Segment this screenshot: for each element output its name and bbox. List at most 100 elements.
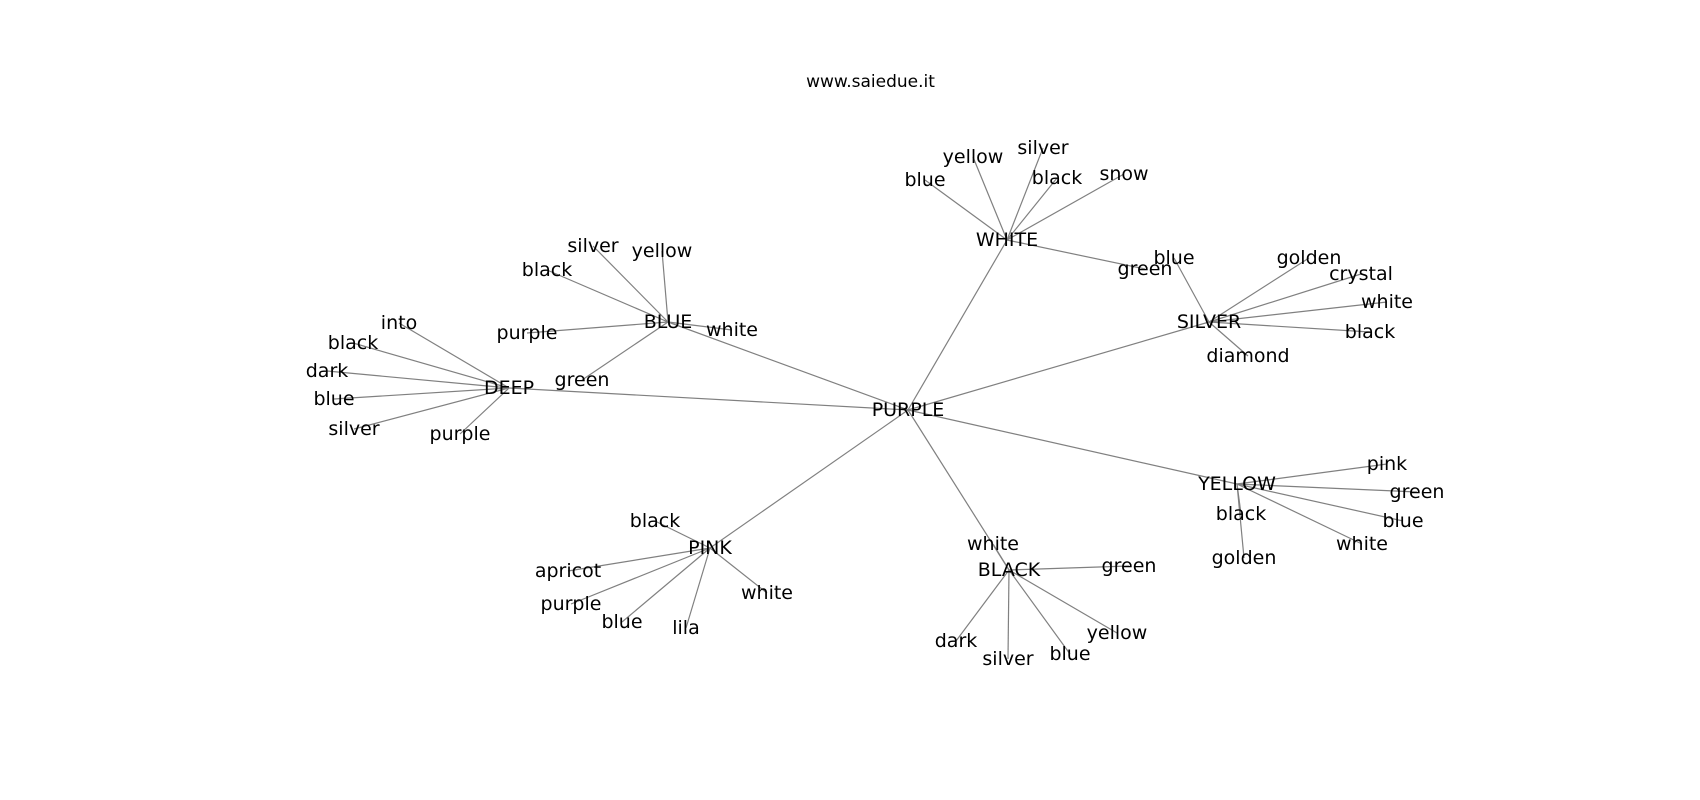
leaf-node-label: yellow bbox=[632, 240, 693, 262]
edge-deep-dark bbox=[326, 370, 510, 389]
leaf-node-label: purple bbox=[497, 322, 558, 344]
hub-node-label-white: WHITE bbox=[976, 229, 1038, 251]
leaf-node-label: green bbox=[1102, 555, 1157, 577]
edge-blue-green bbox=[581, 321, 669, 381]
edge-silver-white bbox=[1208, 301, 1388, 323]
leaf-node-label: dark bbox=[935, 630, 978, 652]
leaf-node-label: golden bbox=[1277, 247, 1342, 269]
leaf-node-label: blue bbox=[601, 611, 642, 633]
leaf-node-label: green bbox=[555, 369, 610, 391]
edge-yellow-golden bbox=[1236, 483, 1245, 559]
leaf-node-label: diamond bbox=[1206, 345, 1289, 367]
leaf-node-label: crystal bbox=[1329, 263, 1393, 285]
edge-silver-black bbox=[1208, 321, 1371, 333]
leaf-node-label: white bbox=[741, 582, 793, 604]
edge-silver-crystal bbox=[1208, 273, 1362, 323]
hub-node-label-blue: BLUE bbox=[644, 311, 693, 333]
edge-pink-blue bbox=[621, 547, 711, 623]
edge-black-green bbox=[1008, 565, 1130, 571]
edge-root-silver bbox=[907, 321, 1210, 411]
edge-blue-silver bbox=[592, 245, 669, 323]
leaf-node-label: blue bbox=[1049, 643, 1090, 665]
leaf-node-label: white bbox=[706, 319, 758, 341]
leaf-node-label: black bbox=[522, 259, 572, 281]
leaf-node-label: golden bbox=[1212, 547, 1277, 569]
edge-silver-golden bbox=[1208, 257, 1310, 323]
leaf-node-label: silver bbox=[982, 648, 1033, 670]
edge-deep-black bbox=[352, 342, 510, 389]
hub-node-label-yellow: YELLOW bbox=[1197, 473, 1276, 495]
leaf-node-label: blue bbox=[904, 169, 945, 191]
leaf-node-label: blue bbox=[1153, 247, 1194, 269]
edge-yellow-green bbox=[1236, 483, 1418, 493]
leaf-node-label: black bbox=[630, 510, 680, 532]
hub-node-label-silver: SILVER bbox=[1177, 311, 1241, 333]
edge-root-blue bbox=[667, 321, 909, 411]
edge-white-snow bbox=[1006, 173, 1125, 241]
root-node-label: PURPLE bbox=[872, 399, 945, 421]
edge-white-green bbox=[1006, 239, 1146, 270]
edge-white-blue bbox=[924, 179, 1008, 241]
leaf-node-label: black bbox=[1216, 503, 1266, 525]
leaf-node-label: white bbox=[967, 533, 1019, 555]
hub-node-label-pink: PINK bbox=[688, 537, 732, 559]
leaf-node-label: blue bbox=[313, 388, 354, 410]
edge-deep-purple bbox=[459, 387, 510, 435]
edge-pink-purple bbox=[570, 547, 711, 605]
edge-black-dark bbox=[955, 569, 1010, 642]
edge-root-deep bbox=[508, 387, 909, 411]
edge-blue-white bbox=[667, 321, 733, 331]
edge-pink-black bbox=[654, 520, 711, 549]
leaf-node-label: black bbox=[1345, 321, 1395, 343]
edge-blue-yellow bbox=[661, 250, 669, 323]
edge-root-white bbox=[907, 239, 1008, 411]
leaf-node-label: purple bbox=[430, 423, 491, 445]
edge-blue-purple bbox=[526, 321, 669, 334]
edge-black-blue bbox=[1008, 569, 1071, 655]
leaf-node-label: apricot bbox=[535, 560, 601, 582]
site-title: www.saiedue.it bbox=[806, 72, 935, 92]
edge-root-black bbox=[907, 409, 1010, 571]
edge-pink-lila bbox=[685, 547, 711, 629]
leaf-node-label: white bbox=[1336, 533, 1388, 555]
leaf-node-label: snow bbox=[1099, 163, 1148, 185]
edge-deep-silver bbox=[353, 387, 510, 430]
edge-silver-diamond bbox=[1208, 321, 1249, 357]
edge-yellow-white bbox=[1236, 483, 1363, 545]
leaf-node-label: lila bbox=[672, 617, 699, 639]
leaf-node-label: black bbox=[328, 332, 378, 354]
leaf-node-label: yellow bbox=[943, 146, 1004, 168]
leaf-node-label: white bbox=[1361, 291, 1413, 313]
edge-pink-apricot bbox=[567, 547, 711, 572]
leaf-node-label: into bbox=[381, 312, 417, 334]
hub-node-label-deep: DEEP bbox=[484, 377, 534, 399]
leaf-node-label: pink bbox=[1367, 453, 1407, 475]
edge-deep-into bbox=[398, 322, 510, 389]
edge-deep-blue bbox=[333, 387, 510, 400]
edge-black-silver bbox=[1007, 569, 1010, 660]
edge-white-yellow bbox=[972, 156, 1008, 241]
edge-black-yellow bbox=[1008, 569, 1118, 634]
leaf-node-label: silver bbox=[1017, 137, 1068, 159]
hub-node-label-black: BLACK bbox=[978, 559, 1041, 581]
leaf-node-label: green bbox=[1390, 481, 1445, 503]
leaf-node-label: green bbox=[1118, 258, 1173, 280]
leaf-node-label: silver bbox=[328, 418, 379, 440]
leaf-node-label: yellow bbox=[1087, 622, 1148, 644]
edge-silver-blue bbox=[1173, 257, 1210, 323]
edge-yellow-pink bbox=[1236, 463, 1388, 485]
edge-pink-white bbox=[709, 547, 768, 594]
leaf-node-label: silver bbox=[567, 235, 618, 257]
edge-blue-black bbox=[546, 269, 669, 323]
edge-yellow-blue bbox=[1236, 483, 1404, 522]
edge-black-white bbox=[992, 543, 1010, 571]
edge-root-pink bbox=[709, 409, 909, 549]
leaf-node-label: black bbox=[1032, 167, 1082, 189]
edge-white-silver bbox=[1006, 147, 1044, 241]
edge-root-yellow bbox=[907, 409, 1238, 485]
leaf-node-label: purple bbox=[541, 593, 602, 615]
edge-white-black bbox=[1006, 177, 1058, 241]
leaf-node-label: dark bbox=[306, 360, 349, 382]
leaf-node-label: blue bbox=[1382, 510, 1423, 532]
